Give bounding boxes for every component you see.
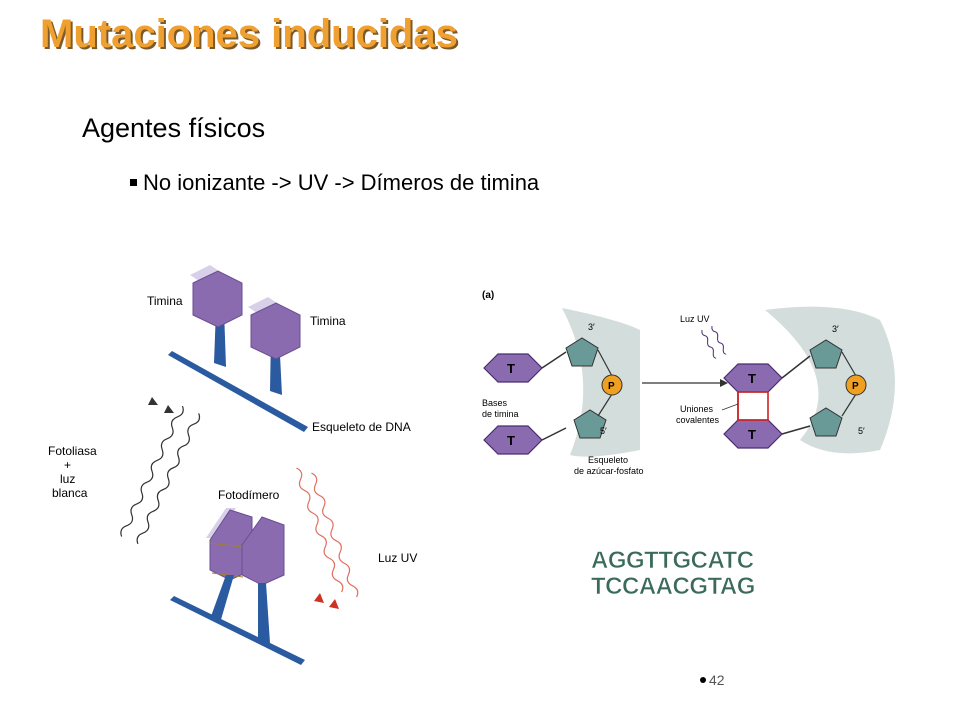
label-bases-line2: de timina — [482, 409, 519, 419]
label-thymine-2: Timina — [310, 314, 346, 328]
photolyase-wave-1 — [120, 405, 184, 537]
photolyase-wave-2 — [136, 413, 201, 545]
label-thymine-1: Timina — [147, 294, 183, 308]
label-photodimer: Fotodímero — [218, 488, 280, 502]
sugar-phosphate-ribbon-right — [765, 306, 895, 454]
bond-line-3 — [781, 355, 811, 379]
thymine-dimer-figure: Timina Timina Esqueleto de DNA Fotoliasa… — [30, 255, 440, 670]
reaction-arrowhead — [720, 379, 728, 387]
photodimer-bond-1 — [209, 542, 243, 548]
backbone-line-left-2 — [597, 393, 613, 417]
base-t-label-3: T — [748, 371, 756, 386]
thymine-hexagon-2-side — [248, 297, 280, 315]
label-photolyase-line1: Fotoliasa — [48, 444, 97, 458]
thymine-dimer-diagram: Timina Timina Esqueleto de DNA Fotoliasa… — [48, 265, 417, 665]
base-t-label-1: T — [507, 361, 515, 376]
bonds-pointer — [721, 403, 739, 411]
dna-sequence-svg: AGGTTGCATC TCCAACGTAG — [585, 547, 785, 600]
label-skeleton-line2: de azúcar-fosfato — [574, 466, 644, 476]
label-skeleton-line1: Esqueleto — [588, 455, 628, 465]
thymine-dimer-schematic: (a) T T 3′ 5′ P Bases de timina Esquelet… — [470, 280, 910, 485]
thymine-hexagon-1-side — [190, 265, 222, 283]
thymine-dimer-schematic-svg: (a) T T 3′ 5′ P Bases de timina Esquelet… — [482, 290, 895, 476]
sugar-pentagon-lower-left — [573, 409, 607, 439]
label-uv-left: Luz UV — [378, 551, 417, 565]
photolyase-arrowhead-1 — [148, 397, 158, 405]
prime-5-left: 5′ — [600, 426, 607, 436]
base-t-label-4: T — [748, 427, 756, 442]
label-bonds-line1: Uniones — [680, 404, 714, 414]
square-bullet-icon — [130, 178, 137, 186]
label-bonds-line2: covalentes — [676, 415, 720, 425]
page-number: 42 — [700, 672, 725, 688]
covalent-bond-box — [737, 391, 769, 421]
bullet-dot-icon — [700, 677, 706, 684]
uv-squiggle-1 — [701, 329, 717, 359]
sequence-bottom: TCCAACGTAG — [591, 573, 755, 600]
uv-arrowhead-2 — [329, 599, 339, 609]
uv-wave-2 — [311, 472, 359, 598]
backbone-line-right-2 — [841, 393, 857, 417]
phosphate-label-left: P — [608, 381, 615, 392]
sugar-pentagon-upper-left — [565, 337, 599, 367]
backbone-line-left-1 — [597, 349, 613, 377]
uv-arrowhead-1 — [314, 593, 324, 603]
dna-backbone-lower — [170, 596, 305, 665]
prime-5-right: 5′ — [858, 426, 865, 436]
section-heading: Agentes físicos — [82, 113, 266, 143]
photodimer-hexagon-2 — [241, 516, 285, 586]
label-uv-right: Luz UV — [680, 314, 710, 324]
bond-line-1 — [541, 351, 567, 369]
label-photolyase-line3: luz — [60, 472, 75, 486]
label-photolyase-line4: blanca — [52, 486, 88, 500]
label-dna-backbone: Esqueleto de DNA — [312, 420, 411, 434]
backbone-line-right-1 — [841, 351, 857, 377]
uv-wave-1 — [296, 467, 344, 593]
dna-sequence-image: AGGTTGCATC TCCAACGTAG — [585, 545, 785, 605]
stalk-3 — [210, 575, 234, 623]
bullet-item: No ionizante -> UV -> Dímeros de timina — [130, 170, 539, 196]
bullet-text: No ionizante -> UV -> Dímeros de timina — [143, 170, 540, 195]
stalk-4 — [258, 583, 270, 643]
bond-line-4 — [781, 425, 811, 435]
phosphate-right — [845, 374, 867, 396]
label-photolyase-line2: + — [64, 458, 71, 472]
phosphate-label-right: P — [852, 381, 859, 392]
sugar-pentagon-lower-right — [809, 407, 843, 437]
thymine-hexagon-1 — [192, 270, 243, 328]
thymine-hexagon-2 — [250, 302, 301, 360]
uv-squiggle-2 — [711, 325, 727, 355]
base-t-label-2: T — [507, 433, 515, 448]
panel-label: (a) — [482, 290, 494, 301]
bond-line-2 — [541, 427, 567, 441]
photolyase-arrowhead-2 — [164, 405, 174, 413]
slide-title: Mutaciones inducidas — [40, 12, 458, 56]
sequence-top: AGGTTGCATC — [591, 547, 754, 574]
label-bases-line1: Bases — [482, 398, 508, 408]
phosphate-left — [601, 374, 623, 396]
page-number-text: 42 — [709, 672, 725, 688]
prime-3-left: 3′ — [588, 322, 595, 332]
dna-backbone-upper — [168, 351, 308, 432]
prime-3-right: 3′ — [832, 324, 839, 334]
sugar-pentagon-upper-right — [809, 339, 843, 369]
